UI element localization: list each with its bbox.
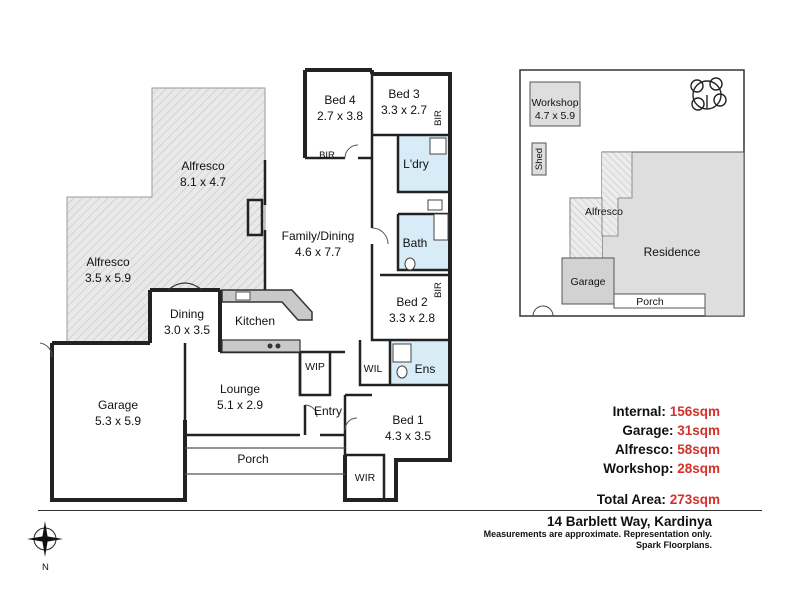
area-label: Garage: [622,423,674,438]
room-name-porch: Porch [237,452,268,466]
room-name-laundry: L'dry [403,157,429,171]
north-compass-icon: N [27,521,63,573]
site-workshop-name: Workshop [531,97,578,109]
site-residence-label: Residence [644,245,701,259]
alfresco-main-area [66,87,266,344]
area-row-garage: Garage: 31sqm [520,421,720,440]
room-name-garage: Garage [98,398,138,412]
room-name-bath: Bath [403,236,428,250]
room-dims-family-dining: 4.6 x 7.7 [295,245,341,259]
room-name-lounge: Lounge [220,382,260,396]
room-name-bed3: Bed 3 [388,87,420,101]
footer-divider [38,510,762,511]
dining-bay-window [167,282,203,291]
room-name-wil: WIL [364,363,383,375]
room-name-dining: Dining [170,307,204,321]
room-name-bed4: Bed 4 [324,93,356,107]
site-porch-label: Porch [636,296,664,308]
room-name-kitchen: Kitchen [235,314,275,328]
site-gate [532,305,554,317]
area-summary: Internal: 156sqm Garage: 31sqm Alfresco:… [520,402,720,478]
area-label: Alfresco: [614,442,674,457]
room-dims-bed4: 2.7 x 3.8 [317,109,363,123]
area-label: Workshop: [603,461,674,476]
room-dims-bed1: 4.3 x 3.5 [385,429,431,443]
room-name-bir-bed2: BIR [433,282,444,298]
area-value: 58sqm [677,442,720,457]
area-label: Internal: [612,404,666,419]
room-dims-garage: 5.3 x 5.9 [95,414,141,428]
room-dims-lounge: 5.1 x 2.9 [217,398,263,412]
compass-north-label: N [42,562,49,573]
room-dims-bed3: 3.3 x 2.7 [381,103,427,117]
room-name-alfresco-side: Alfresco [86,255,130,269]
site-alfresco [569,151,633,259]
area-row-alfresco: Alfresco: 58sqm [520,440,720,459]
total-area-value: 273sqm [669,492,720,507]
site-porch [613,293,706,309]
door-swings [39,144,389,431]
room-dims-bed2: 3.3 x 2.8 [389,311,435,325]
porch-outline [185,447,345,475]
site-shed [531,142,547,176]
room-name-bir-bed4: BIR [319,150,335,161]
site-garage-label: Garage [570,276,605,288]
footer: 14 Barblett Way, Kardinya Measurements a… [484,514,712,551]
area-row-workshop: Workshop: 28sqm [520,459,720,478]
room-name-bir-bed3: BIR [433,110,444,126]
site-workshop [529,81,581,127]
room-name-alfresco-main: Alfresco [181,159,225,173]
site-workshop-dims: 4.7 x 5.9 [535,110,575,122]
site-shed-label: Shed [534,148,545,170]
room-dims-alfresco-main: 8.1 x 4.7 [180,175,226,189]
area-value: 31sqm [677,423,720,438]
room-dims-dining: 3.0 x 3.5 [164,323,210,337]
area-row-internal: Internal: 156sqm [520,402,720,421]
room-name-entry: Entry [314,404,342,418]
room-name-bed1: Bed 1 [392,413,424,427]
room-name-family-dining: Family/Dining [282,229,355,243]
interior-walls [183,74,450,500]
room-dims-alfresco-side: 3.5 x 5.9 [85,271,131,285]
total-area: Total Area: 273sqm [520,492,720,507]
credit: Spark Floorplans. [635,540,712,550]
kitchen-benches [221,289,313,353]
area-value: 28sqm [677,461,720,476]
site-garage [561,257,615,305]
tree-icon [690,77,727,111]
site-alfresco-label: Alfresco [585,206,623,218]
room-name-ensuite: Ens [415,362,436,376]
disclaimer: Measurements are approximate. Representa… [483,529,712,539]
room-name-wip: WIP [305,361,325,373]
property-address: 14 Barblett Way, Kardinya [546,514,712,529]
room-name-bed2: Bed 2 [396,295,428,309]
bathroom-fixtures [392,137,449,379]
area-value: 156sqm [669,404,720,419]
total-area-label: Total Area: [596,492,666,507]
room-name-wir: WIR [355,472,376,484]
